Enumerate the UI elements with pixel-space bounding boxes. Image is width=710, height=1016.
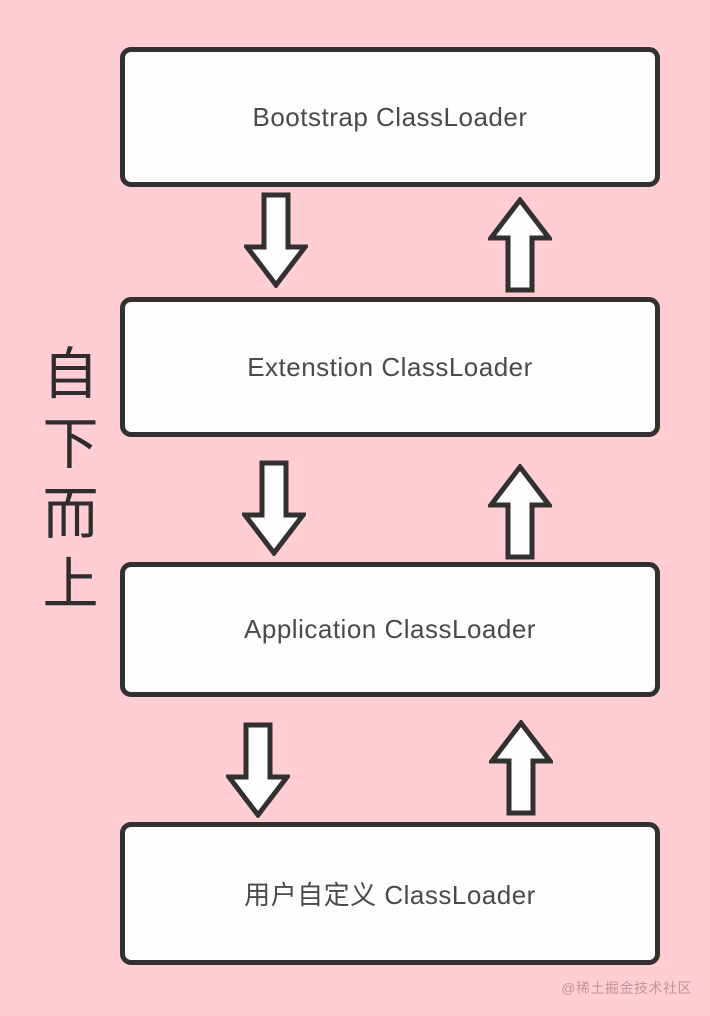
up-arrow-icon	[488, 197, 552, 293]
box-extension-classloader: Extenstion ClassLoader	[120, 297, 660, 437]
box-label: 用户自定义 ClassLoader	[244, 880, 536, 910]
box-bootstrap-classloader: Bootstrap ClassLoader	[120, 47, 660, 187]
watermark: @稀土掘金技术社区	[561, 980, 692, 996]
box-label: Extenstion ClassLoader	[247, 351, 533, 382]
box-label: Application ClassLoader	[244, 614, 536, 644]
up-arrow-icon	[489, 720, 553, 816]
box-label: Bootstrap ClassLoader	[252, 101, 528, 132]
up-arrow-icon	[488, 464, 552, 560]
down-arrow-icon	[226, 722, 290, 818]
down-arrow-icon	[244, 192, 308, 288]
box-user-defined-classloader: 用户自定义 ClassLoader	[120, 822, 660, 965]
down-arrow-icon	[242, 460, 306, 556]
box-application-classloader: Application ClassLoader	[120, 562, 660, 697]
side-label-bottom-up: 自下而上	[35, 344, 98, 624]
